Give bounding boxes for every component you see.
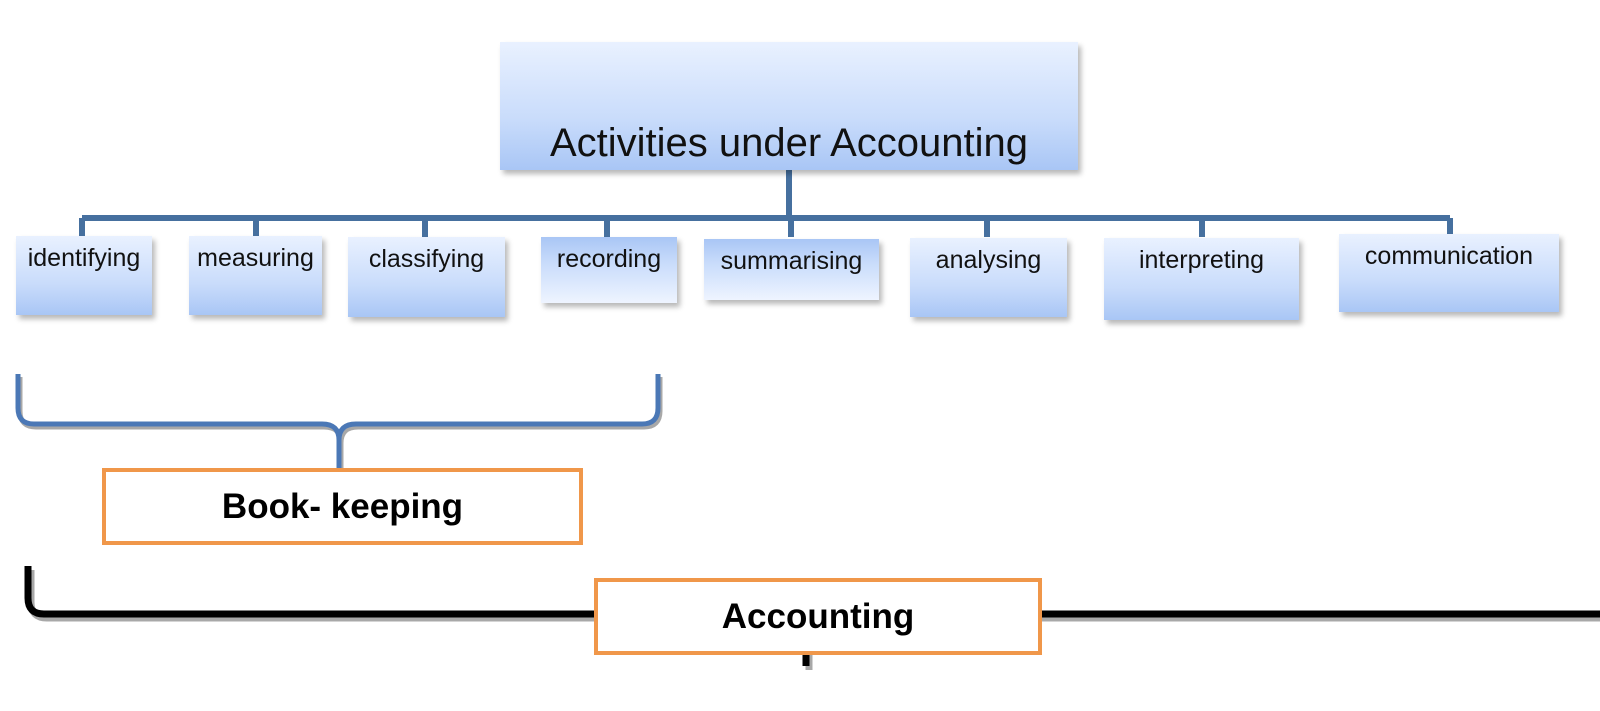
book-keeping-brace bbox=[15, 374, 661, 468]
activity-box-analysing: analysing bbox=[910, 238, 1067, 317]
activity-box-identifying: identifying bbox=[16, 236, 152, 315]
activity-label-classifying: classifying bbox=[368, 245, 485, 273]
book-keeping-box: Book- keeping bbox=[102, 468, 583, 545]
activity-box-classifying: classifying bbox=[348, 237, 505, 317]
accounting-label: Accounting bbox=[721, 596, 915, 636]
activities-title: Activities under Accounting bbox=[549, 121, 1029, 165]
activity-box-measuring: measuring bbox=[189, 236, 322, 315]
activities-title-box: Activities under Accounting bbox=[500, 42, 1078, 170]
activity-label-communication: communication bbox=[1364, 242, 1534, 270]
book-keeping-label: Book- keeping bbox=[221, 486, 464, 526]
activity-box-recording: recording bbox=[541, 237, 677, 303]
activity-box-interpreting: interpreting bbox=[1104, 238, 1299, 320]
accounting-box: Accounting bbox=[594, 578, 1042, 655]
activity-box-communication: communication bbox=[1339, 234, 1559, 312]
activity-box-summarising: summarising bbox=[704, 239, 879, 300]
activity-label-analysing: analysing bbox=[935, 246, 1042, 274]
activity-label-summarising: summarising bbox=[720, 247, 863, 275]
activity-label-identifying: identifying bbox=[27, 244, 141, 272]
activity-label-recording: recording bbox=[556, 245, 662, 273]
activity-label-measuring: measuring bbox=[197, 244, 314, 272]
activity-label-interpreting: interpreting bbox=[1138, 246, 1265, 274]
